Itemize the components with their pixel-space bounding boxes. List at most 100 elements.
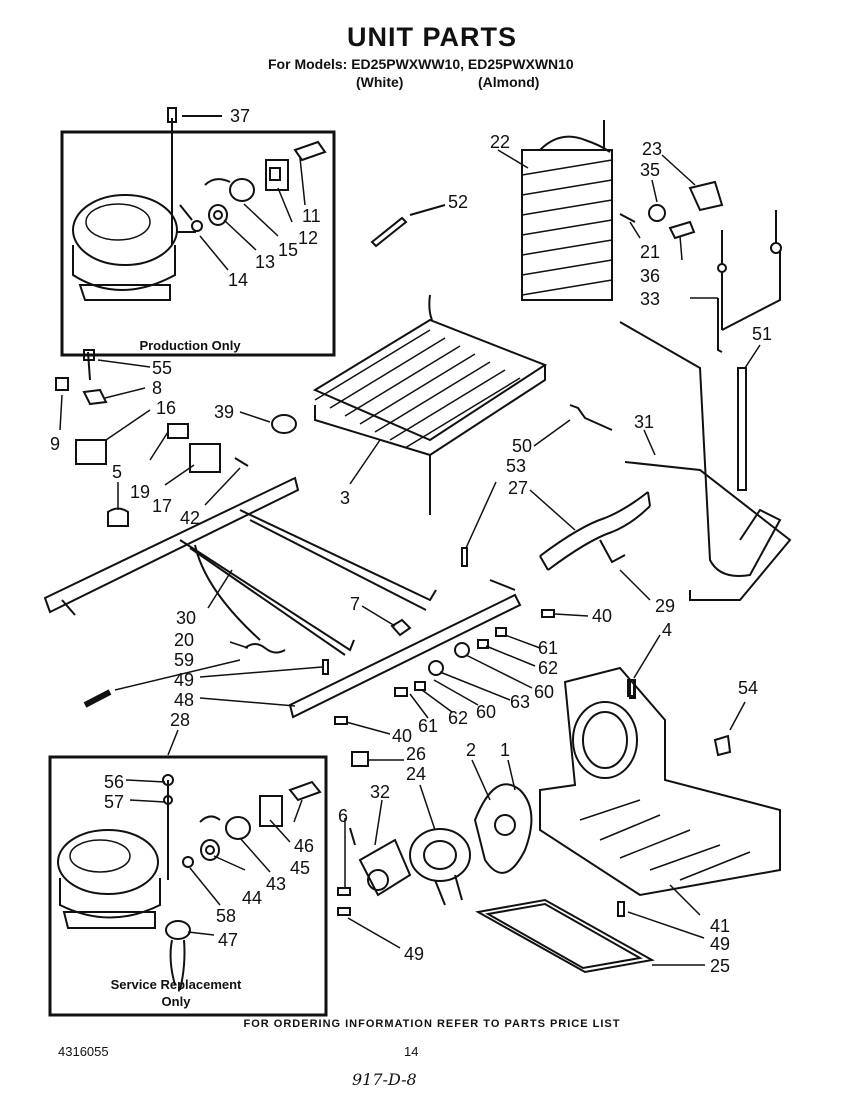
callout-4: 4 [662, 620, 672, 640]
callout-23: 23 [642, 139, 662, 159]
service-caption-line1: Service Replacement [110, 977, 242, 992]
rail-small-parts [83, 547, 555, 725]
callout-37: 37 [230, 106, 250, 126]
screw-4 [627, 679, 635, 697]
callout-labels: 37 22 23 35 52 11 12 15 13 14 21 36 33 5… [50, 106, 772, 976]
callout-31: 31 [634, 412, 654, 432]
compressor-production [72, 118, 196, 301]
callout-21: 21 [640, 242, 660, 262]
drain-pan [475, 898, 655, 974]
callout-40-bottom: 40 [392, 726, 412, 746]
callout-35: 35 [640, 160, 660, 180]
callout-1: 1 [500, 740, 510, 760]
defrost-parts [619, 180, 724, 240]
callout-29: 29 [655, 596, 675, 616]
page-number: 14 [404, 1044, 419, 1059]
callout-57: 57 [104, 792, 124, 812]
callout-26: 26 [406, 744, 426, 764]
callout-36: 36 [640, 266, 660, 286]
callout-13: 13 [255, 252, 275, 272]
callout-41: 41 [710, 916, 730, 936]
heater-52 [370, 204, 446, 248]
left-small-parts [55, 349, 297, 527]
callout-39: 39 [214, 402, 234, 422]
relay-parts-production [179, 140, 327, 232]
fan-motor [337, 751, 533, 916]
callout-16: 16 [156, 398, 176, 418]
callout-33: 33 [640, 289, 660, 309]
grommet-54 [713, 734, 732, 757]
service-replacement-box [48, 755, 328, 1017]
callout-49-bracket: 49 [710, 934, 730, 954]
callout-47: 47 [218, 930, 238, 950]
callout-49-motor: 49 [404, 944, 424, 964]
relay-parts-service [162, 774, 322, 868]
callout-50: 50 [512, 436, 532, 456]
screw-37 [167, 107, 222, 123]
callout-55: 55 [152, 358, 172, 378]
callout-2: 2 [466, 740, 476, 760]
page-title: UNIT PARTS [347, 22, 517, 52]
compressor-service [57, 780, 191, 991]
callout-19: 19 [130, 482, 150, 502]
callout-3: 3 [340, 488, 350, 508]
models-line: For Models: ED25PWXWW10, ED25PWXWN10 [268, 56, 574, 72]
evaporator [521, 120, 613, 301]
condenser [312, 294, 548, 515]
callout-52: 52 [448, 192, 468, 212]
tubing [619, 210, 792, 601]
callout-27: 27 [508, 478, 528, 498]
callout-61-left: 61 [418, 716, 438, 736]
callout-7: 7 [350, 594, 360, 614]
callout-62-right: 62 [538, 658, 558, 678]
callout-59: 59 [174, 650, 194, 670]
base-rails [43, 476, 522, 719]
handwritten-note: 917-D-8 [352, 1070, 417, 1089]
document-number: 4316055 [58, 1044, 109, 1059]
callout-63: 63 [510, 692, 530, 712]
callout-44: 44 [242, 888, 262, 908]
production-only-caption: Production Only [139, 338, 241, 353]
callout-20: 20 [174, 630, 194, 650]
callout-42: 42 [180, 508, 200, 528]
callout-24: 24 [406, 764, 426, 784]
callout-11: 11 [302, 206, 321, 226]
callout-46: 46 [294, 836, 314, 856]
callout-62-left: 62 [448, 708, 468, 728]
variant-almond: (Almond) [478, 74, 540, 90]
callout-40-top: 40 [592, 606, 612, 626]
callout-17: 17 [152, 496, 172, 516]
variant-white: (White) [356, 74, 404, 90]
callout-60-right: 60 [534, 682, 554, 702]
callout-28: 28 [170, 710, 190, 730]
callout-61-right: 61 [538, 638, 558, 658]
leader-lines [59, 149, 761, 966]
callout-48: 48 [174, 690, 194, 710]
callout-43: 43 [266, 874, 286, 894]
callout-14: 14 [228, 270, 248, 290]
callout-53: 53 [506, 456, 526, 476]
screw-49-lower [617, 901, 625, 917]
callout-56: 56 [104, 772, 124, 792]
production-only-box [60, 130, 336, 357]
drier-27 [539, 491, 651, 571]
callout-54: 54 [738, 678, 758, 698]
tube-50 [569, 404, 613, 431]
compartment-bracket [539, 666, 781, 897]
callout-8: 8 [152, 378, 162, 398]
callout-6: 6 [338, 806, 348, 826]
callout-22: 22 [490, 132, 510, 152]
callout-58: 58 [216, 906, 236, 926]
callout-32: 32 [370, 782, 390, 802]
callout-15: 15 [278, 240, 298, 260]
callout-45: 45 [290, 858, 310, 878]
callout-9: 9 [50, 434, 60, 454]
callout-60-left: 60 [476, 702, 496, 722]
service-caption-line2: Only [161, 994, 191, 1009]
callout-49-rail: 49 [174, 670, 194, 690]
callout-12: 12 [298, 228, 318, 248]
callout-51: 51 [752, 324, 772, 344]
callout-25: 25 [710, 956, 730, 976]
ordering-note: FOR ORDERING INFORMATION REFER TO PARTS … [243, 1018, 621, 1030]
